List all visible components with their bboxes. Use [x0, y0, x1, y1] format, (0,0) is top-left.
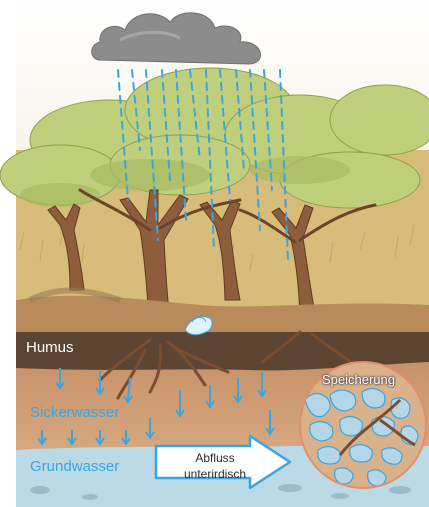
abfluss-line-2: unterirdisch — [170, 466, 260, 482]
abfluss-line-1: Abfluss — [170, 450, 260, 466]
speicherung-label: Speicherung — [322, 373, 395, 386]
humus-label: Humus — [26, 340, 74, 355]
grundwasser-label: Grundwasser — [30, 459, 119, 474]
abfluss-label: Abfluss unterirdisch — [170, 450, 260, 482]
sickerwasser-label: Sickerwasser — [30, 405, 119, 420]
